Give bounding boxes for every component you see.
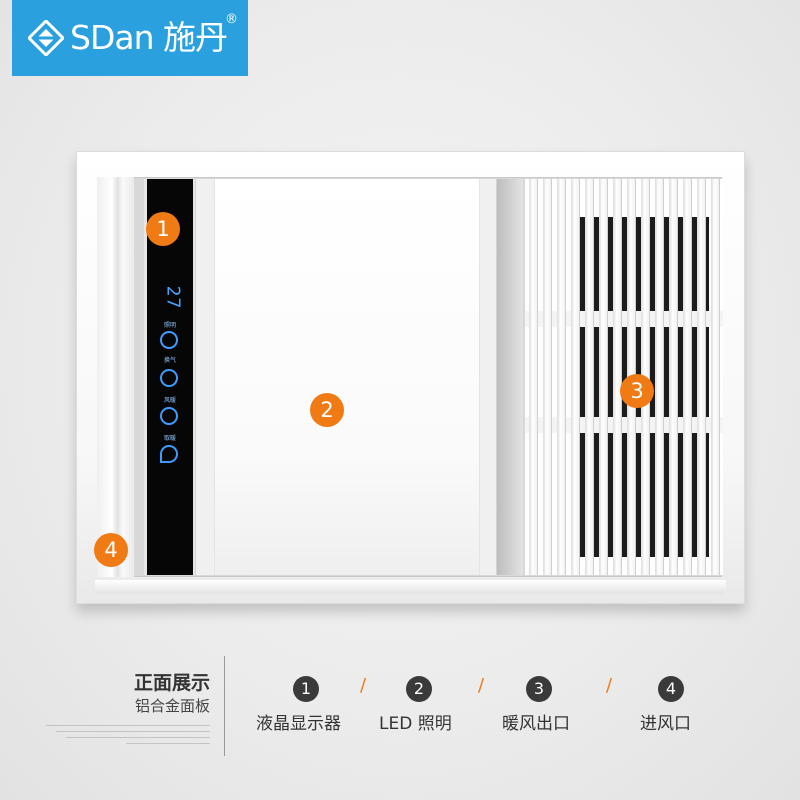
grille-slat [655, 179, 664, 575]
legend-label-3: 暖风出口 [502, 714, 570, 734]
grille-slat [529, 179, 538, 575]
callout-1: 1 [146, 212, 180, 246]
legend-label-4: 进风口 [640, 714, 691, 734]
callout-3: 3 [620, 374, 654, 408]
legend-title: 正面展示 [133, 672, 210, 694]
grille-crossbar [525, 417, 723, 433]
grille-slat [613, 179, 622, 575]
lcd-label: 风暖 [163, 397, 176, 404]
grille-slat [599, 179, 608, 575]
light-icon [160, 331, 178, 349]
brand-name: SDan 施丹 [70, 18, 228, 57]
fan-icon [160, 407, 178, 425]
legend-separator: / [360, 675, 367, 696]
grille-crossbar [525, 311, 723, 327]
sdan-logo-icon [28, 20, 64, 56]
callout-4: 4 [94, 533, 128, 567]
warm-air-grille [525, 179, 723, 575]
grille-slat [683, 179, 692, 575]
grille-slat [669, 179, 678, 575]
lcd-temperature: 27 [162, 285, 184, 310]
legend-separator: / [606, 675, 613, 696]
legend-divider [224, 656, 225, 756]
legend-number-2: 2 [406, 676, 432, 702]
led-light-panel [195, 179, 497, 575]
grille-slat [711, 179, 720, 575]
lcd-label: 照明 [163, 322, 176, 329]
grille-slat [697, 179, 706, 575]
lcd-display: 27 照明 换气 风暖 取暖 [144, 179, 196, 575]
lcd-label: 换气 [163, 357, 176, 364]
legend-number-1: 1 [293, 676, 319, 702]
legend-label-1: 液晶显示器 [256, 714, 341, 734]
grille-slat [543, 179, 552, 575]
heat-icon [160, 445, 178, 463]
callout-2: 2 [310, 393, 344, 427]
legend-separator: / [478, 675, 485, 696]
grille-slat [557, 179, 566, 575]
panel-divider [497, 179, 523, 575]
grille-slat [571, 179, 580, 575]
legend-label-2: LED 照明 [379, 714, 452, 734]
frame-bottom-edge [95, 580, 726, 594]
brand-logo: SDan 施丹 ® [12, 0, 248, 76]
legend-number-4: 4 [658, 676, 684, 702]
grille-slat [585, 179, 594, 575]
fine-print-texture [46, 725, 210, 744]
legend-number-3: 3 [526, 676, 552, 702]
led-diffuser [214, 179, 480, 575]
bath-heater-panel: 27 照明 换气 风暖 取暖 [76, 151, 745, 604]
air-intake-slot [97, 177, 134, 577]
ventilation-icon [160, 369, 178, 387]
lcd-label: 取暖 [163, 435, 176, 442]
legend-subtitle: 铝合金面板 [134, 697, 210, 715]
registered-mark: ® [225, 12, 238, 27]
